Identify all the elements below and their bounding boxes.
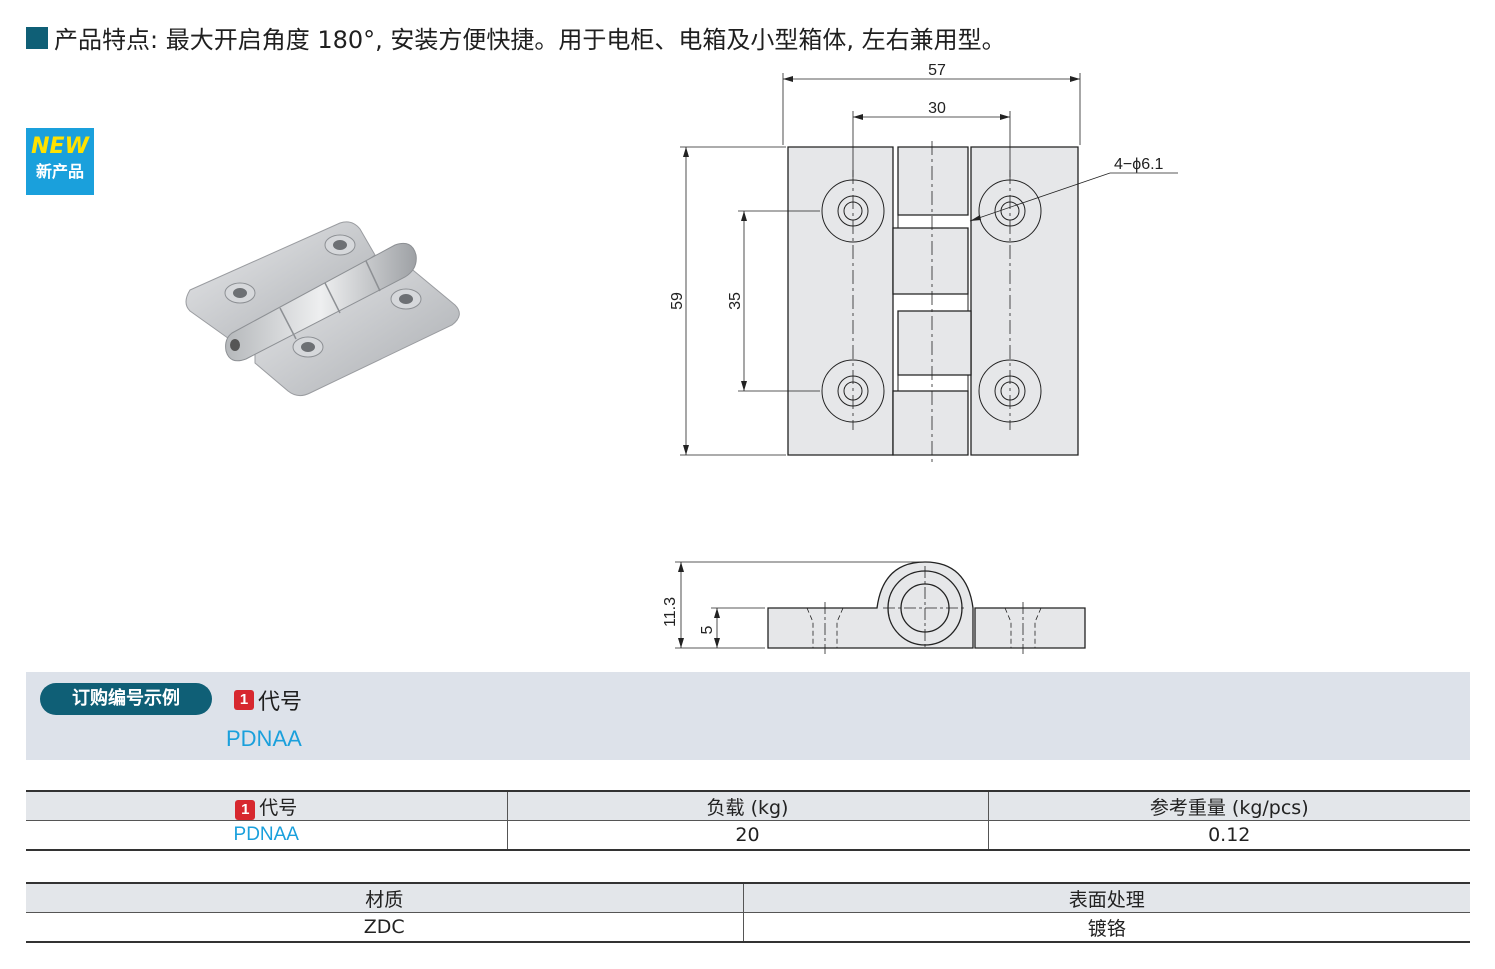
field-number-badge: 1 (234, 690, 254, 710)
order-example-pill: 订购编号示例 (40, 683, 212, 715)
material-cell: ZDC (26, 912, 743, 943)
material-header: 材质 (26, 882, 743, 913)
material-table: 材质 表面处理 ZDC 镀铬 (26, 882, 1470, 943)
dimension-width-overall: 57 (928, 62, 946, 79)
surface-header: 表面处理 (742, 882, 1470, 913)
dimension-width-inner: 30 (928, 100, 946, 117)
spec-cell-load: 20 (506, 820, 988, 851)
new-product-label: 新产品 (35, 162, 84, 181)
dimension-thickness-total: 11.3 (662, 597, 679, 627)
square-bullet-icon (26, 26, 48, 49)
dimension-height-overall: 59 (669, 292, 686, 310)
order-field-label: 代号 (258, 690, 303, 715)
front-view-drawing: 57 30 4−ϕ6.1 59 35 (669, 62, 1178, 465)
feature-text: 产品特点: 最大开启角度 180°, 安装方便快捷。用于电柜、电箱及小型箱体, … (54, 26, 1006, 54)
order-example-band: 订购编号示例 1 代号 PDNAA (26, 672, 1470, 760)
hinge-product-image (185, 221, 460, 397)
new-label: NEW (31, 134, 89, 159)
order-code-value: PDNAA (226, 726, 302, 751)
spec-cell-weight: 0.12 (987, 820, 1470, 851)
dimension-thickness-plate: 5 (699, 625, 716, 634)
side-view-drawing: 11.3 5 (662, 561, 1086, 654)
feature-line: 产品特点: 最大开启角度 180°, 安装方便快捷。用于电柜、电箱及小型箱体, … (26, 20, 1006, 55)
table-row: PDNAA 20 0.12 (26, 820, 1470, 851)
spec-cell-code: PDNAA (26, 820, 507, 851)
spec-header-load: 负载 (kg) (506, 790, 988, 821)
surface-cell: 镀铬 (742, 912, 1470, 943)
table-row: ZDC 镀铬 (26, 912, 1470, 943)
order-field-header: 1 代号 (234, 684, 302, 716)
dimension-hole-pitch: 35 (727, 292, 744, 310)
new-product-badge: NEW 新产品 (26, 128, 94, 195)
dimension-hole-spec: 4−ϕ6.1 (1114, 156, 1164, 173)
field-number-badge: 1 (235, 799, 256, 820)
material-table-header: 材质 表面处理 (26, 882, 1470, 913)
spec-header-weight: 参考重量 (kg/pcs) (987, 790, 1470, 821)
